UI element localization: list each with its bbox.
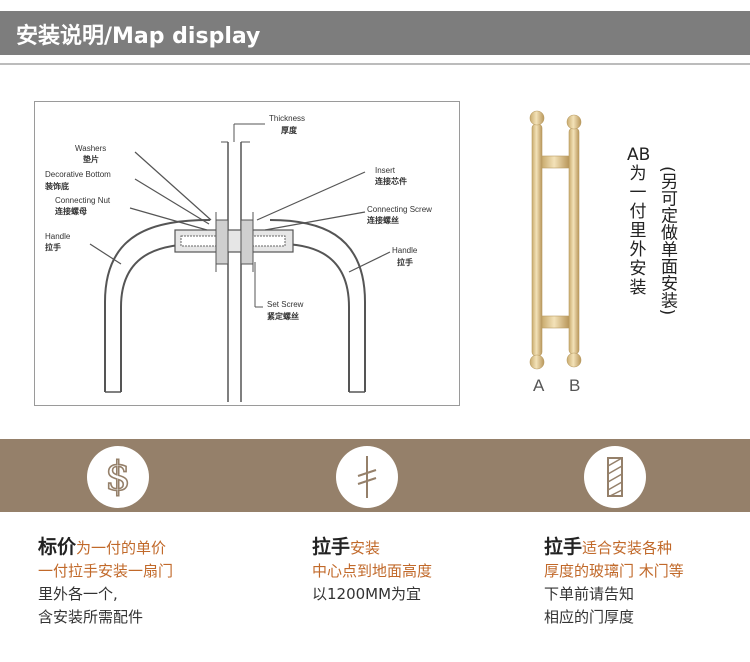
header-divider: [0, 63, 750, 65]
decorative-bottom-label-cn: 装饰底: [45, 182, 69, 191]
feature-height-lead-rest: 安装: [350, 539, 381, 557]
handle-cross-section-drawing: [89, 123, 391, 402]
feature-icon-circle: [336, 446, 398, 508]
washers-label: Washers: [75, 144, 107, 153]
feature-thickness-line: 厚度的玻璃门 木门等: [544, 562, 684, 580]
section-header: 安装说明/Map display: [0, 11, 750, 55]
feature-thickness-line: 下单前请告知: [544, 585, 635, 603]
set-screw-label: Set Screw: [267, 300, 304, 309]
handle-left-label: Handle: [45, 232, 71, 241]
section-title: 安装说明/Map display: [16, 24, 261, 49]
thickness-icon: [607, 457, 623, 497]
connecting-nut-label-cn: 连接螺母: [55, 207, 87, 216]
feature-door-thickness: 拉手适合安装各种 厚度的玻璃门 木门等 下单前请告知 相应的门厚度: [544, 536, 684, 629]
installation-diagram: Thickness 厚度 Washers 垫片 Decorative Botto…: [34, 101, 460, 406]
door-handle-product-image: [529, 110, 582, 370]
feature-install-height: 拉手安装 中心点到地面高度 以1200MM为宜: [312, 536, 432, 606]
feature-price-line: 含安装所需配件: [38, 608, 144, 626]
decorative-bottom-label: Decorative Bottom: [45, 170, 111, 179]
handle-b-label: B: [569, 376, 581, 395]
insert-label: Insert: [375, 166, 396, 175]
feature-thickness-line: 相应的门厚度: [544, 608, 635, 626]
feature-price-lead-rest: 为一付的单价: [76, 539, 167, 557]
dollar-icon: $: [104, 453, 131, 501]
single-side-note: (另可定做单面安装): [657, 166, 677, 316]
handle-right-label-cn: 拉手: [397, 258, 413, 267]
feature-price-line: 里外各一个,: [38, 585, 118, 603]
handle-right-label: Handle: [392, 246, 418, 255]
height-icon: [357, 456, 377, 498]
feature-height-line: 以1200MM为宜: [312, 585, 422, 603]
feature-icon-circle: $: [87, 446, 149, 508]
feature-price-lead: 标价: [38, 536, 77, 558]
set-screw-label-cn: 紧定螺丝: [267, 312, 299, 321]
handle-a-label: A: [533, 376, 545, 395]
svg-text:$: $: [105, 454, 130, 500]
feature-price-line: 一付拉手安装一扇门: [38, 562, 174, 580]
washers-label-cn: 垫片: [83, 155, 99, 164]
feature-height-line: 中心点到地面高度: [312, 562, 433, 580]
feature-thickness-lead-rest: 适合安装各种: [582, 539, 673, 557]
thickness-label: Thickness: [269, 114, 306, 123]
feature-price: 标价为一付的单价 一付拉手安装一扇门 里外各一个, 含安装所需配件: [38, 536, 173, 629]
feature-thickness-lead: 拉手: [544, 536, 583, 558]
feature-icon-circle: [584, 446, 646, 508]
insert-label-cn: 连接芯件: [375, 177, 407, 186]
feature-height-lead: 拉手: [312, 536, 351, 558]
connecting-screw-label-cn: 连接螺丝: [367, 216, 399, 225]
pair-install-note: AB为一付 里外安装: [627, 145, 651, 298]
connecting-screw-label: Connecting Screw: [367, 205, 432, 214]
thickness-label-cn: 厚度: [281, 126, 297, 135]
handle-left-label-cn: 拉手: [45, 243, 61, 252]
connecting-nut-label: Connecting Nut: [55, 196, 111, 205]
